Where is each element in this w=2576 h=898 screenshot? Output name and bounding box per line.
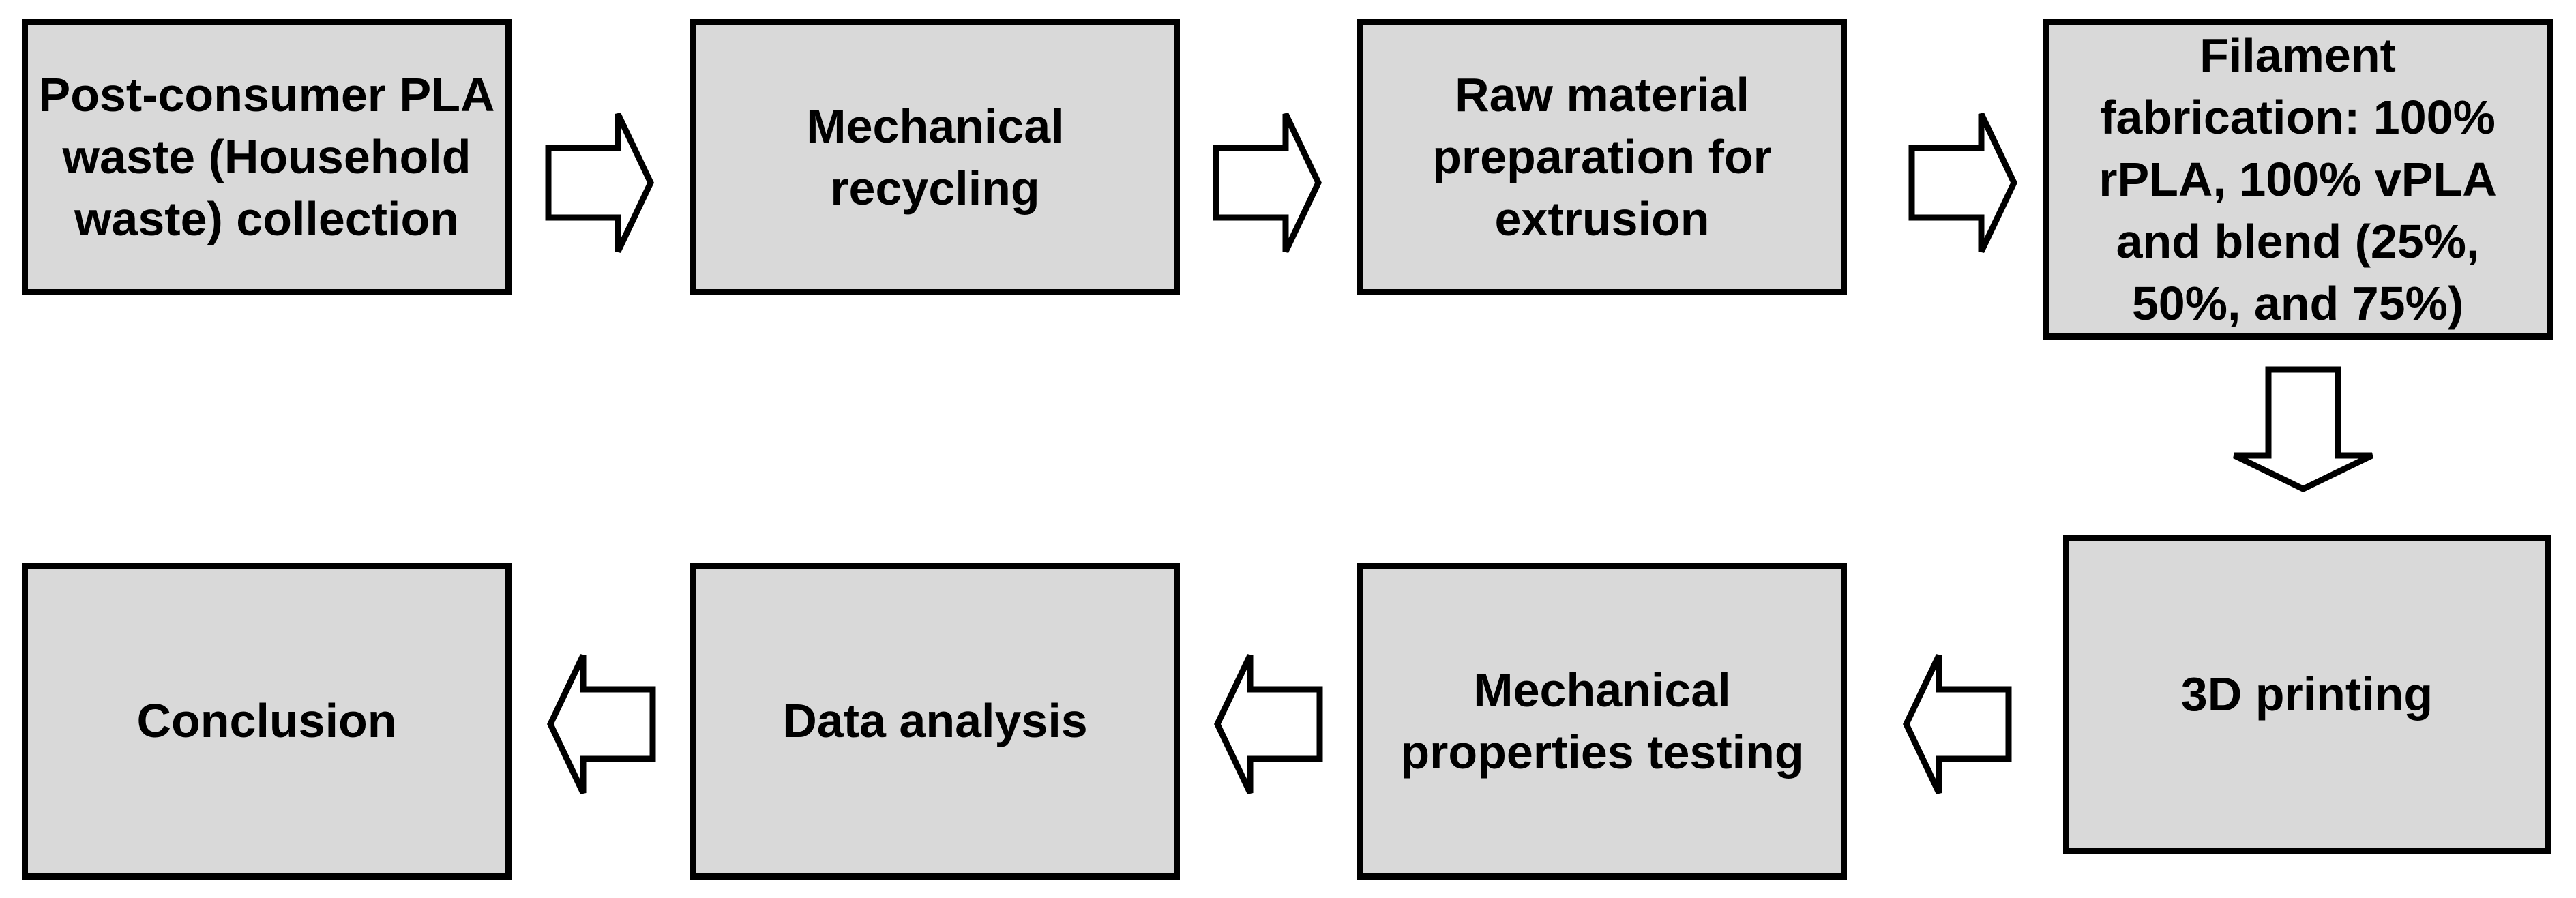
box-text-line: Raw material xyxy=(1455,68,1749,121)
box-3d-printing: 3D printing xyxy=(2063,535,2551,854)
box-data-analysis: Data analysis xyxy=(690,563,1180,880)
box-post-consumer-pla-waste-collection: Post-consumer PLA waste (Household waste… xyxy=(22,19,512,295)
box-text-line: recycling xyxy=(830,161,1040,215)
box-raw-material-preparation: Raw material preparation for extrusion xyxy=(1357,19,1847,295)
block-arrow-right-icon xyxy=(1213,113,1322,253)
box-text-line: rPLA, 100% vPLA xyxy=(2099,152,2497,206)
box-text-line: 3D printing xyxy=(2180,668,2433,721)
box-text-line: Post-consumer PLA xyxy=(38,68,495,121)
box-text-line: Mechanical xyxy=(1473,663,1731,717)
box-text-line: Filament xyxy=(2200,28,2396,82)
block-arrow-down-icon xyxy=(2233,366,2373,492)
box-text-line: Conclusion xyxy=(136,694,397,747)
box-mechanical-properties-testing: Mechanical properties testing xyxy=(1357,563,1847,880)
box-text-line: properties testing xyxy=(1400,725,1804,779)
box-text-line: fabrication: 100% xyxy=(2100,90,2496,144)
box-text-line: 50%, and 75%) xyxy=(2131,276,2464,330)
box-text-line: Mechanical xyxy=(806,99,1064,153)
block-arrow-left-icon xyxy=(547,654,656,794)
box-filament-fabrication: Filament fabrication: 100% rPLA, 100% vP… xyxy=(2043,19,2553,340)
box-text-line: waste (Household xyxy=(62,130,471,183)
block-arrow-right-icon xyxy=(545,113,654,253)
box-mechanical-recycling: Mechanical recycling xyxy=(690,19,1180,295)
box-text-line: preparation for xyxy=(1432,130,1772,183)
box-text-line: and blend (25%, xyxy=(2116,214,2480,268)
block-arrow-left-icon xyxy=(1214,654,1323,794)
block-arrow-right-icon xyxy=(1908,113,2017,253)
box-text-line: Data analysis xyxy=(782,694,1088,747)
box-conclusion: Conclusion xyxy=(22,563,512,880)
block-arrow-left-icon xyxy=(1903,654,2012,794)
box-text-line: waste) collection xyxy=(74,192,460,245)
box-text-line: extrusion xyxy=(1494,192,1710,245)
